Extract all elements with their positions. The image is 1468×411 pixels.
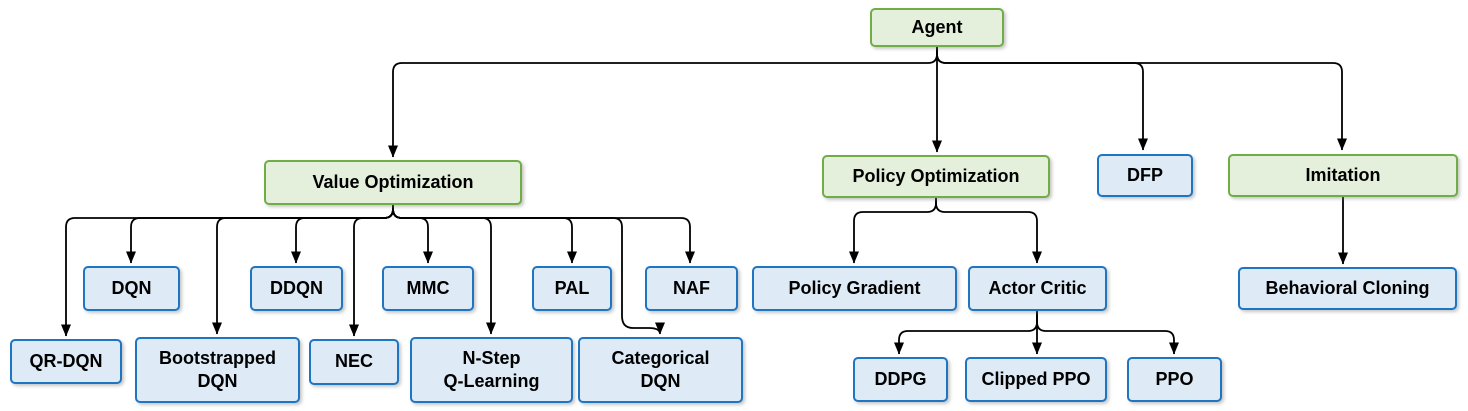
node-bootstrapped-dqn: Bootstrapped DQN [135,337,300,403]
node-policy-gradient: Policy Gradient [752,266,957,311]
edge-policy-optimization-actor-critic [935,198,1042,264]
node-dqn: DQN [83,266,180,311]
node-policy-optimization: Policy Optimization [822,155,1050,198]
edge-value-optimization-ddqn [291,205,394,264]
node-qr-dqn: QR-DQN [10,339,122,384]
node-naf: NAF [645,266,738,311]
edge-value-optimization-dqn [126,205,394,264]
edge-agent-imitation [936,47,1347,151]
edge-value-optimization-naf [392,205,695,264]
node-mmc: MMC [382,266,474,311]
node-value-optimization: Value Optimization [264,160,522,205]
edge-actor-critic-ppo [1036,311,1179,355]
edge-value-optimization-pal [392,205,577,264]
node-categorical-dqn: Categorical DQN [578,337,743,403]
node-clipped-ppo: Clipped PPO [965,357,1107,402]
node-nec: NEC [309,339,399,385]
node-actor-critic: Actor Critic [968,266,1107,311]
node-imitation: Imitation [1228,154,1458,197]
node-ddqn: DDQN [250,266,343,311]
edge-agent-dfp [936,47,1148,151]
edge-value-optimization-mmc [392,205,433,264]
node-dfp: DFP [1097,154,1193,197]
node-n-step-q-learning: N-Step Q-Learning [410,337,573,403]
edge-policy-optimization-policy-gradient [849,198,937,264]
edge-agent-value-optimization [388,47,938,158]
node-agent: Agent [870,8,1004,47]
edge-actor-critic-ddpg [894,311,1038,355]
node-ddpg: DDPG [853,357,948,402]
node-ppo: PPO [1127,357,1222,402]
node-behavioral-cloning: Behavioral Cloning [1238,267,1457,310]
node-pal: PAL [532,266,612,311]
